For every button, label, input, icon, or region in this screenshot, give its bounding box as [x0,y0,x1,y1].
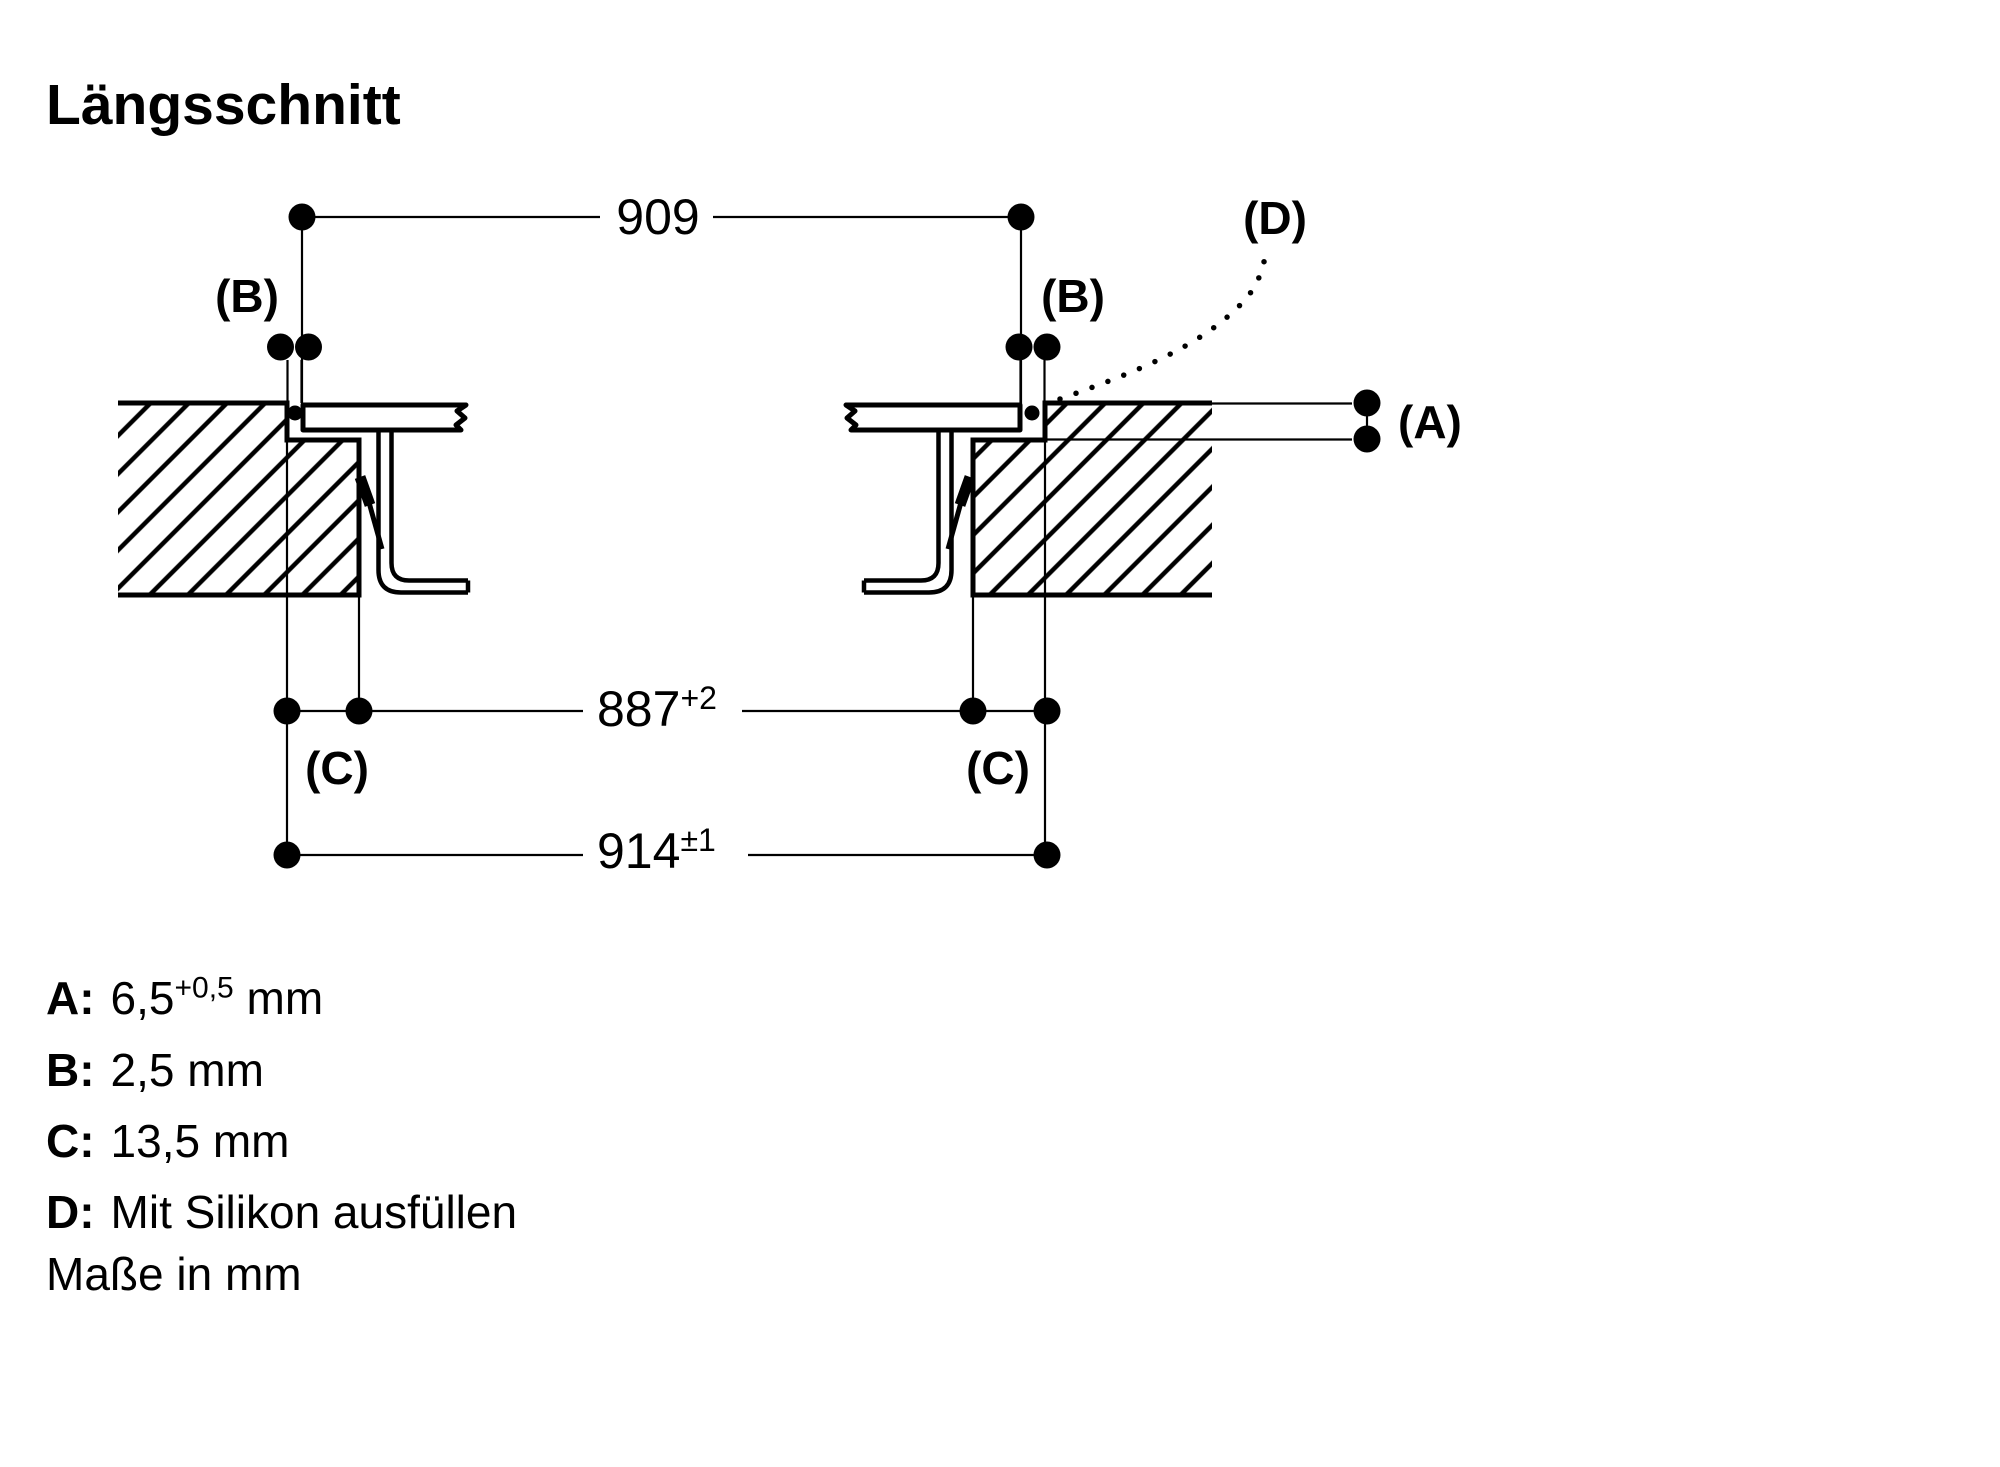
legend: A: 6,5+0,5 mm B: 2,5 mm C: 13,5 mm D: Mit Si… [46,958,517,1243]
legend-value-a: 6,5+0,5 mm [110,972,324,1025]
cooktop-panel-left [300,402,469,433]
legend-row-c: C: 13,5 mm [46,1101,517,1172]
label-c-left: (C) [305,742,369,794]
legend-key-b: B: [46,1043,95,1096]
measurement-dots [267,203,1381,869]
countertop-left [118,400,362,598]
label-b-left: (B) [215,270,279,322]
label-c-right: (C) [966,742,1030,794]
dimension-outer-width: 914±1 [597,822,716,879]
label-d: (D) [1243,192,1307,244]
legend-value-d: Mit Silikon ausfüllen [110,1186,518,1239]
mounting-clip-right [945,475,976,550]
label-b-right: (B) [1041,270,1105,322]
leader-dotted-line-d [1057,244,1269,402]
legend-row-d: D: Mit Silikon ausfüllen [46,1172,517,1243]
countertop-right [970,400,1212,598]
legend-key-d: D: [46,1186,95,1239]
legend-value-b: 2,5 mm [110,1043,264,1096]
legend-key-c: C: [46,1114,95,1167]
reference-lines [285,215,1369,857]
silicone-joint-left [287,405,303,421]
mounting-clip-left [354,475,385,550]
legend-row-b: B: 2,5 mm [46,1029,517,1100]
cooktop-panel-right [843,402,1023,433]
dimension-top-width: 909 [616,189,699,245]
appliance-profile-right [861,430,954,595]
legend-key-a: A: [46,972,95,1025]
dimension-cutout-width: 887+2 [597,680,717,737]
units-note: Maße in mm [46,1248,302,1300]
legend-value-c: 13,5 mm [110,1114,290,1167]
legend-row-a: A: 6,5+0,5 mm [46,958,517,1029]
silicone-joint-right [1024,405,1040,421]
label-a: (A) [1398,396,1462,448]
appliance-profile-left [376,430,471,595]
page-title: Längsschnitt [46,73,401,137]
